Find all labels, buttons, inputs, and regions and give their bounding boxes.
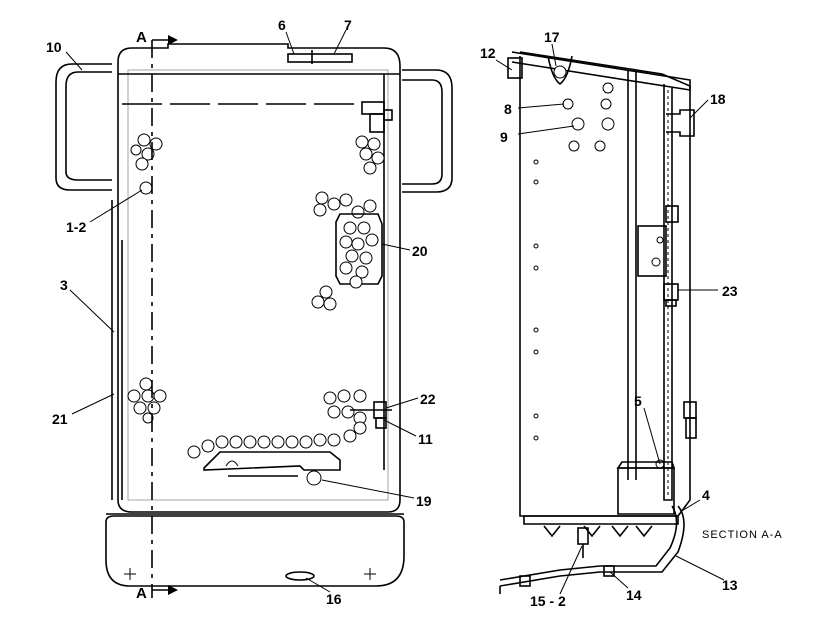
callout-8: 8 bbox=[504, 101, 512, 117]
callout-18: 18 bbox=[710, 91, 726, 107]
callout-1-2: 1-2 bbox=[66, 219, 86, 235]
plate-20 bbox=[335, 213, 383, 289]
section-marker-bottom: A bbox=[136, 585, 147, 602]
bolt-cluster-lower-left bbox=[127, 377, 167, 424]
callout-23: 23 bbox=[722, 283, 738, 299]
callout-11: 11 bbox=[418, 431, 433, 447]
callout-5: 5 bbox=[634, 393, 642, 409]
leader-lines bbox=[65, 29, 725, 595]
section-title: SECTION A-A bbox=[702, 529, 783, 541]
section-marker-top: A bbox=[136, 29, 147, 46]
callout-6: 6 bbox=[278, 17, 286, 33]
callout-13: 13 bbox=[722, 577, 738, 593]
callout-3: 3 bbox=[60, 277, 68, 293]
callout-7: 7 bbox=[344, 17, 352, 33]
bolt-cluster-center bbox=[311, 191, 377, 311]
callout-19: 19 bbox=[416, 493, 432, 509]
bolt-cluster-upper-right bbox=[355, 135, 385, 175]
callout-10: 10 bbox=[46, 39, 62, 55]
callout-21: 21 bbox=[52, 411, 68, 427]
bolt-cluster-upper-left bbox=[130, 133, 163, 195]
callout-14: 14 bbox=[626, 587, 642, 603]
bolt-row-bottom bbox=[187, 421, 367, 459]
section-view bbox=[499, 51, 697, 594]
callout-9: 9 bbox=[500, 129, 508, 145]
front-view bbox=[55, 35, 453, 598]
callout-15-2: 15 - 2 bbox=[530, 593, 566, 609]
callout-16: 16 bbox=[326, 591, 342, 607]
callout-22: 22 bbox=[420, 391, 436, 407]
callout-20: 20 bbox=[412, 243, 428, 259]
callout-labels: 10 6 7 12 17 18 8 9 1-2 20 3 23 5 21 22 … bbox=[46, 17, 738, 609]
callout-17: 17 bbox=[544, 29, 560, 45]
bolt-cluster-lower-right bbox=[323, 389, 367, 425]
callout-12: 12 bbox=[480, 45, 496, 61]
callout-4: 4 bbox=[702, 487, 710, 503]
